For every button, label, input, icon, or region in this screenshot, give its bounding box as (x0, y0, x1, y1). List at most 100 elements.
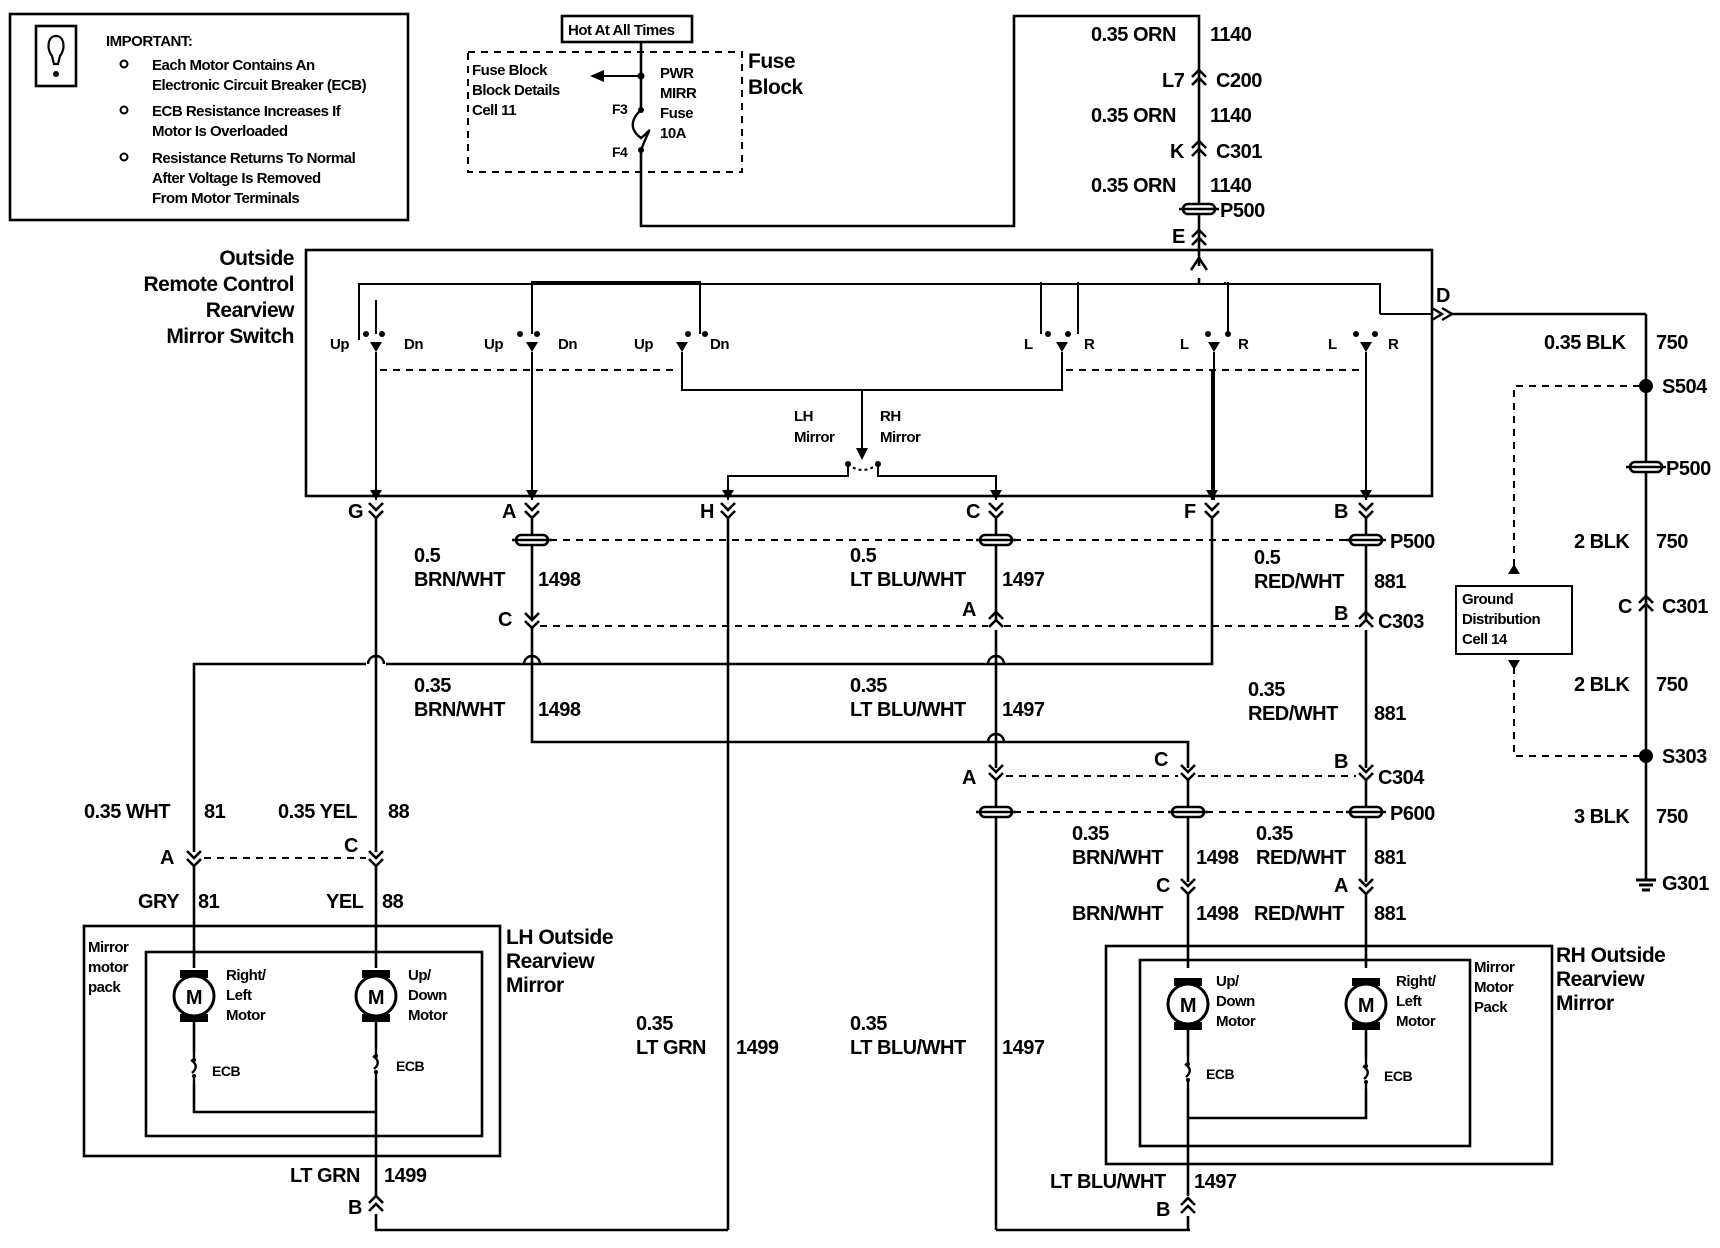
lh-ecb-2: ECB (396, 1058, 424, 1074)
fuse-term-f3: F3 (612, 101, 628, 117)
lh-w4-color: YEL (326, 891, 364, 913)
fuse-block-name-2: Block (748, 76, 804, 99)
w12-color: LT BLU/WHT (850, 1037, 966, 1059)
s303-splice (1639, 749, 1653, 763)
c303-pin-b: B (1334, 603, 1348, 625)
c301-feed-connector: C301 (1216, 141, 1262, 163)
note-2-line-1: ECB Resistance Increases If (152, 103, 342, 120)
c301-ground-label: C301 (1662, 596, 1708, 618)
w4-color: BRN/WHT (414, 699, 505, 721)
c301-ground-pin: C (1618, 596, 1632, 618)
rh-mirror-label-2: Mirror (880, 429, 921, 446)
w11-circuit: 1499 (736, 1037, 779, 1059)
lh-w3-color: GRY (138, 891, 180, 913)
w4-size: 0.35 (414, 675, 451, 697)
rh-right-left-motor: M Right/ Left Motor ECB (1188, 973, 1437, 1120)
p500-mid-label: P500 (1390, 531, 1435, 553)
s5-l: L (1180, 336, 1189, 353)
note-3-line-3: From Motor Terminals (152, 190, 299, 207)
rh-m1-line-3: Motor (1216, 1013, 1256, 1030)
lh-mirror-label-1: LH (794, 408, 813, 425)
important-title: IMPORTANT: (106, 33, 192, 50)
s3-up: Up (634, 336, 653, 353)
rh-m2-line-1: Right/ (1396, 973, 1437, 990)
hot-at-all-times-label: Hot At All Times (568, 22, 675, 39)
ground-dist-line-1: Ground (1462, 591, 1513, 608)
harness-middle: P500 0.5 BRN/WHT 1498 0.5 LT BLU/WHT 149… (192, 501, 1436, 1232)
c304-pin-a: A (962, 767, 976, 789)
w2-color: LT BLU/WHT (850, 569, 966, 591)
fuse-details-line-3: Cell 11 (472, 102, 516, 119)
switch-section-5: L R (1180, 282, 1250, 500)
w8-circuit: 881 (1374, 847, 1406, 869)
note-2-line-2: Motor Is Overloaded (152, 123, 288, 140)
w7-circuit: 1498 (1196, 847, 1239, 869)
lh-m1-line-3: Motor (226, 1007, 266, 1024)
rh-m2-line-3: Motor (1396, 1013, 1436, 1030)
switch-pin-c: C (966, 501, 980, 523)
fuse-details-line-1: Fuse Block (472, 62, 548, 79)
lh-pin-c: C (344, 835, 358, 857)
gnd-wire-2-size: 2 BLK (1574, 531, 1630, 553)
gnd-wire-4-size: 3 BLK (1574, 806, 1630, 828)
lh-name-1: LH Outside (506, 926, 613, 949)
lh-w3-circuit: 81 (198, 891, 220, 913)
rh-name-1: RH Outside (1556, 944, 1665, 967)
switch-pin-a: A (502, 501, 516, 523)
switch-name-4: Mirror Switch (166, 325, 294, 348)
s303-label: S303 (1662, 746, 1707, 768)
lh-m2-line-3: Motor (408, 1007, 448, 1024)
g301-label: G301 (1662, 873, 1709, 895)
p500-feed-label: P500 (1220, 200, 1265, 222)
w2-size: 0.5 (850, 545, 877, 567)
rh-pack-1: Mirror (1474, 959, 1515, 976)
c304-pin-b: B (1334, 751, 1348, 773)
feed-wire-1-size: 0.35 ORN (1091, 24, 1176, 46)
rh-m2-line-2: Left (1396, 993, 1422, 1010)
rh-pin-a: A (1334, 875, 1348, 897)
lh-mirror-label-2: Mirror (794, 429, 835, 446)
p500-ground-label: P500 (1666, 458, 1711, 480)
s1-dn: Dn (404, 336, 423, 353)
gnd-wire-2-circuit: 750 (1656, 531, 1688, 553)
w2-circuit: 1497 (1002, 569, 1045, 591)
lh-right-left-motor: M Right/ Left Motor ECB (172, 967, 376, 1114)
w5-color: LT BLU/WHT (850, 699, 966, 721)
fuse-label-2: MIRR (660, 85, 697, 102)
fuse-label-3: Fuse (660, 105, 693, 122)
w8-color: RED/WHT (1256, 847, 1346, 869)
switch-pin-b: B (1334, 501, 1348, 523)
w9-circuit: 1498 (1196, 903, 1239, 925)
gnd-wire-3-size: 2 BLK (1574, 674, 1630, 696)
feed-wire-3-circuit: 1140 (1210, 175, 1252, 197)
gnd-wire-4-circuit: 750 (1656, 806, 1688, 828)
w3-circuit: 881 (1374, 571, 1406, 593)
fuse-label-4: 10A (660, 125, 687, 142)
rh-m1-line-1: Up/ (1216, 973, 1240, 990)
lh-ecb-1: ECB (212, 1063, 240, 1079)
s2-dn: Dn (558, 336, 577, 353)
lh-m2-symbol: M (368, 987, 384, 1009)
switch-pin-g: G (348, 501, 363, 523)
switch-name-1: Outside (219, 247, 294, 270)
s4-r: R (1084, 336, 1095, 353)
switch-section-3: Up Dn (634, 331, 1063, 391)
s3-dn: Dn (710, 336, 729, 353)
s1-up: Up (330, 336, 349, 353)
lh-w1-circuit: 81 (204, 801, 226, 823)
fuse-label-1: PWR (660, 65, 694, 82)
s2-up: Up (484, 336, 503, 353)
rh-name-2: Rearview (1556, 968, 1645, 991)
s6-l: L (1328, 336, 1337, 353)
p600-label: P600 (1390, 803, 1435, 825)
feed-wire-1-circuit: 1140 (1210, 24, 1252, 46)
w6-circuit: 881 (1374, 703, 1406, 725)
rh-bottom-color: LT BLU/WHT (1050, 1171, 1166, 1193)
c304-pin-c: C (1154, 749, 1168, 771)
switch-pin-d: D (1436, 285, 1450, 307)
lh-outside-mirror: 0.35 WHT 81 0.35 YEL 88 A C GRY 81 YEL 8… (82, 801, 728, 1232)
lh-m2-line-1: Up/ (408, 967, 432, 984)
lh-pack-2: motor (88, 959, 129, 976)
fuse-block: Hot At All Times Fuse Block Block Detail… (467, 14, 1201, 248)
lh-name-3: Mirror (506, 974, 564, 997)
